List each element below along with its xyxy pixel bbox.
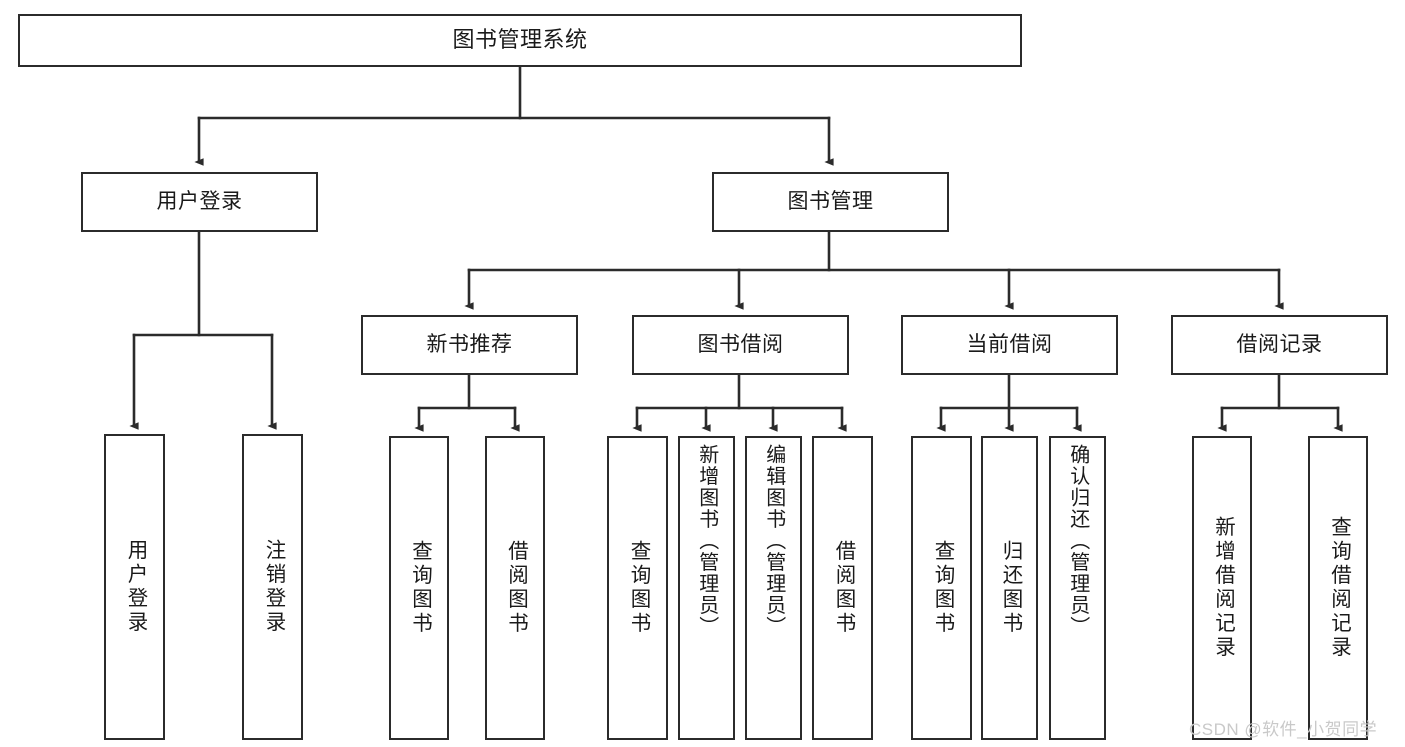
node-label: 查询借阅记录 <box>1327 516 1351 660</box>
node-label: 查询图书 <box>408 540 432 636</box>
node-leaf-user-login[interactable]: 用户登录 <box>104 434 165 740</box>
node-leaf-edit-book[interactable]: 编辑图书（管理员） <box>745 436 802 740</box>
node-label: 新增借阅记录 <box>1211 516 1235 660</box>
node-label: 确认归还（管理员） <box>1066 444 1089 638</box>
node-leaf-add-book[interactable]: 新增图书（管理员） <box>678 436 735 740</box>
node-label: 借阅记录 <box>1236 333 1323 357</box>
node-book-manage[interactable]: 图书管理 <box>712 172 949 232</box>
node-user-login[interactable]: 用户登录 <box>81 172 318 232</box>
node-label: 借阅图书 <box>831 540 855 636</box>
node-current-borrow[interactable]: 当前借阅 <box>901 315 1118 375</box>
node-label: 注销登录 <box>261 539 285 635</box>
node-label: 用户登录 <box>156 190 243 214</box>
node-leaf-confirm-return[interactable]: 确认归还（管理员） <box>1049 436 1106 740</box>
node-leaf-query-book-borrow[interactable]: 查询图书 <box>607 436 668 740</box>
node-leaf-logout-login[interactable]: 注销登录 <box>242 434 303 740</box>
node-root-book-management-system[interactable]: 图书管理系统 <box>18 14 1022 67</box>
node-leaf-query-book-current[interactable]: 查询图书 <box>911 436 972 740</box>
node-label: 编辑图书（管理员） <box>762 444 785 638</box>
node-label: 查询图书 <box>930 540 954 636</box>
node-leaf-query-borrow-record[interactable]: 查询借阅记录 <box>1308 436 1368 740</box>
node-leaf-query-book-recommend[interactable]: 查询图书 <box>389 436 449 740</box>
node-label: 查询图书 <box>626 540 650 636</box>
node-label: 图书管理系统 <box>452 27 588 53</box>
node-label: 图书管理 <box>787 190 874 214</box>
node-label: 图书借阅 <box>697 333 784 357</box>
node-new-book-recommend[interactable]: 新书推荐 <box>361 315 578 375</box>
node-label: 新增图书（管理员） <box>695 444 718 638</box>
node-book-borrow[interactable]: 图书借阅 <box>632 315 849 375</box>
node-leaf-return-book[interactable]: 归还图书 <box>981 436 1038 740</box>
node-label: 借阅图书 <box>504 540 528 636</box>
node-label: 新书推荐 <box>426 333 513 357</box>
node-leaf-borrow-book-recommend[interactable]: 借阅图书 <box>485 436 545 740</box>
node-borrow-record[interactable]: 借阅记录 <box>1171 315 1388 375</box>
node-label: 归还图书 <box>998 540 1022 636</box>
node-leaf-add-borrow-record[interactable]: 新增借阅记录 <box>1192 436 1252 740</box>
node-label: 用户登录 <box>123 539 147 635</box>
node-leaf-borrow-book[interactable]: 借阅图书 <box>812 436 873 740</box>
node-label: 当前借阅 <box>966 333 1053 357</box>
